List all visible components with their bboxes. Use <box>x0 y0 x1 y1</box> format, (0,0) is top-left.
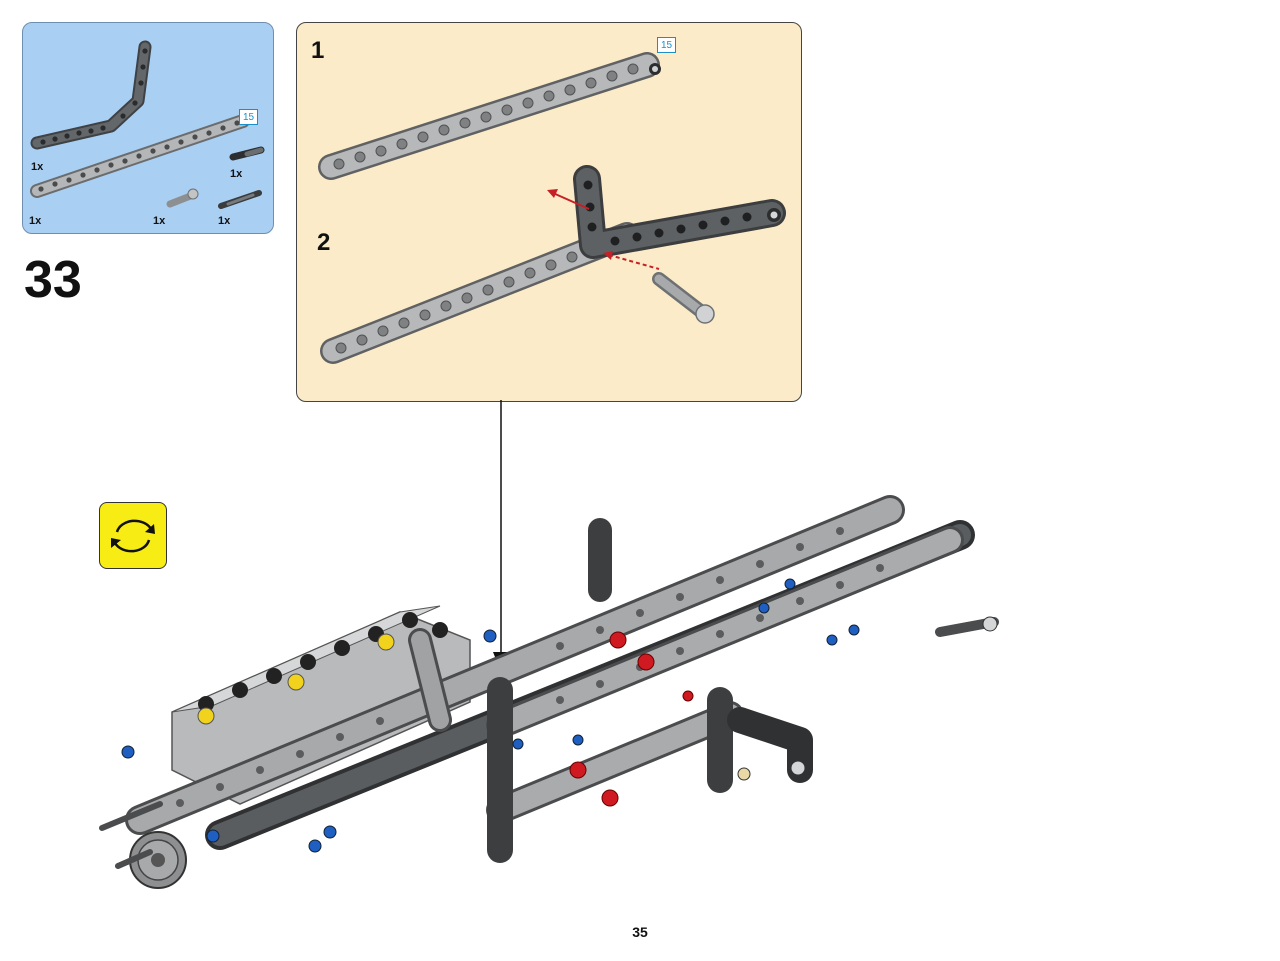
length-badge: 15 <box>239 109 258 125</box>
engine-block <box>171 605 471 805</box>
friction-pin-icon <box>166 188 199 208</box>
qty-beam-15: 1x <box>29 215 42 227</box>
rotate-model-icon <box>99 502 167 569</box>
parts-illustration <box>30 40 265 209</box>
qty-long-pin: 1x <box>218 215 231 227</box>
step-number: 33 <box>24 251 82 309</box>
callout-connector <box>493 400 509 672</box>
qty-axle-pin: 1x <box>230 168 243 180</box>
bent-liftarm-substep-2 <box>573 165 786 259</box>
rotate-arrows-icon <box>111 519 155 553</box>
page-number: 35 <box>632 924 648 940</box>
assembly-arrow-icon <box>547 189 660 270</box>
beam-15-substep-2 <box>320 222 640 364</box>
chassis-frame <box>125 495 975 863</box>
pin-insert-substep-2 <box>652 272 715 324</box>
beam-holes <box>176 527 884 807</box>
axles <box>99 616 999 869</box>
substep-1-number: 1 <box>311 37 325 64</box>
length-badge-substep: 15 <box>657 37 676 53</box>
substep-2-number: 2 <box>317 229 331 256</box>
axle-pin-icon <box>229 146 265 161</box>
rear-bracket <box>727 707 813 783</box>
beam-15-substep-1 <box>318 52 661 180</box>
red-pins <box>569 631 694 807</box>
long-pin-icon <box>218 190 262 209</box>
bent-liftarm-icon <box>30 40 152 150</box>
straight-beam-15-icon <box>30 114 250 198</box>
qty-friction-pin: 1x <box>153 215 166 227</box>
parts-list-panel: 15 1x 1x 1x 1x 1x <box>22 22 274 234</box>
substep-illustration <box>318 52 786 364</box>
qty-bent-liftarm: 1x <box>31 161 44 173</box>
subassembly-panel: 1 2 15 <box>296 22 802 402</box>
gear-icon <box>129 831 187 889</box>
